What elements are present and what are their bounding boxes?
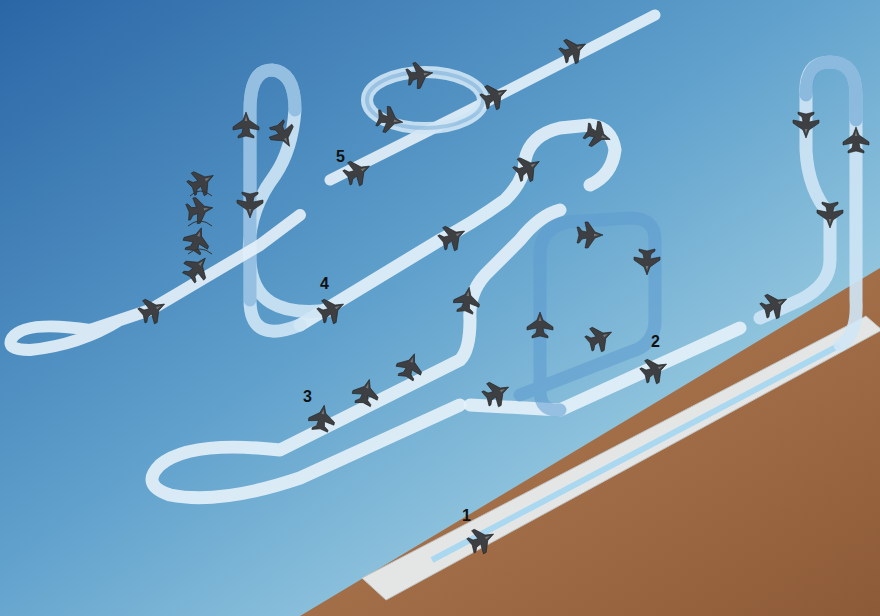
callout-number: 4 [320, 275, 329, 293]
callout-number: 1 [462, 507, 471, 525]
roll-arrows [188, 191, 212, 254]
aircraft [136, 33, 869, 558]
callout-number: 2 [651, 333, 660, 351]
callout-number: 3 [303, 388, 312, 406]
callout-number: 5 [336, 148, 345, 166]
flight-ribbons [10, 15, 856, 498]
